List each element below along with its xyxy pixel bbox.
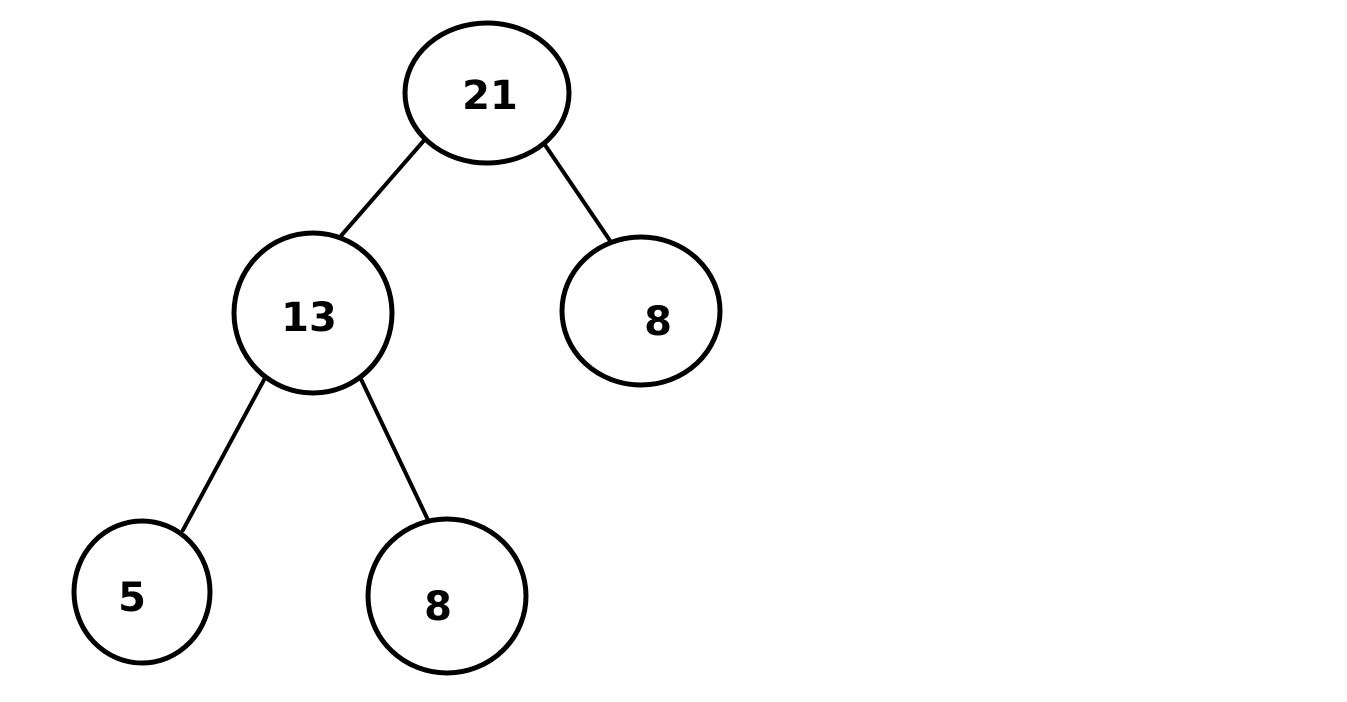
node-label: 13 (281, 295, 337, 341)
edge-root-to-right (541, 140, 617, 250)
tree-node-right: 8 (559, 234, 723, 388)
node-circle (402, 20, 572, 166)
node-label: 8 (424, 584, 452, 630)
node-circle (365, 516, 529, 676)
tree-node-left: 13 (231, 230, 395, 396)
node-circle (71, 518, 213, 666)
tree-node-left-left: 5 (71, 518, 213, 666)
node-label: 8 (644, 299, 672, 345)
node-label: 21 (462, 73, 518, 119)
node-circle (231, 230, 395, 396)
edge-root-to-left (338, 135, 429, 239)
node-label: 5 (118, 575, 146, 621)
edge-left-to-left-left (181, 376, 267, 532)
tree-node-left-right: 8 (365, 516, 529, 676)
edge-left-to-left-right (358, 375, 430, 522)
node-circle (559, 234, 723, 388)
tree-node-root: 21 (402, 20, 572, 166)
